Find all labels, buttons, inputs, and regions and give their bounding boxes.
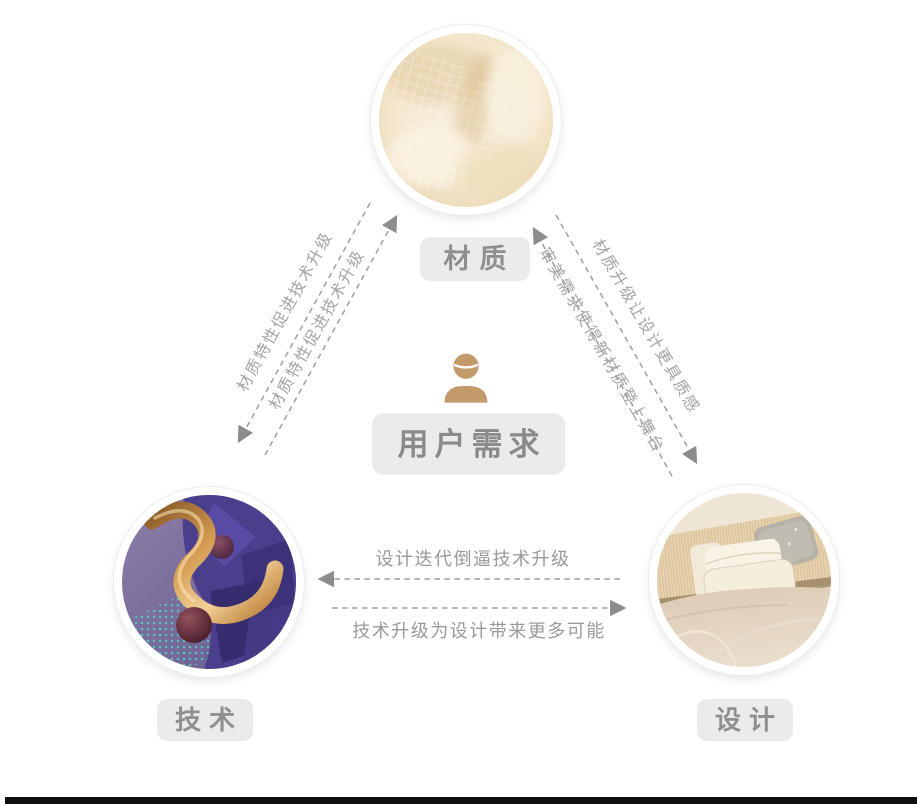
- footer-rule: [5, 797, 917, 804]
- cream-mesh-fabric-photo: [379, 33, 553, 207]
- edge-label-tech-to-design: 技术升级为设计带来更多可能: [352, 621, 606, 641]
- person-icon: [444, 353, 488, 403]
- design-tag: 设计: [697, 699, 793, 741]
- edge-line-material-to-tech: [237, 202, 371, 444]
- design-photo: [649, 485, 839, 675]
- edge-label-design-to-tech: 设计迭代倒逼技术升级: [375, 549, 571, 569]
- material-tag: 材质: [420, 237, 530, 281]
- technology-photo: [114, 487, 304, 677]
- edge-label-material-design-outer: 材质升级让设计更具质感: [588, 236, 703, 417]
- purple-gold-3d-render-photo: [122, 495, 296, 669]
- edge-line-material-to-design: [555, 214, 698, 465]
- bed-with-pillows-photo: [657, 493, 831, 667]
- material-photo: [371, 25, 561, 215]
- user-needs-tag: 用户需求: [372, 413, 565, 475]
- technology-tag: 技术: [157, 699, 253, 741]
